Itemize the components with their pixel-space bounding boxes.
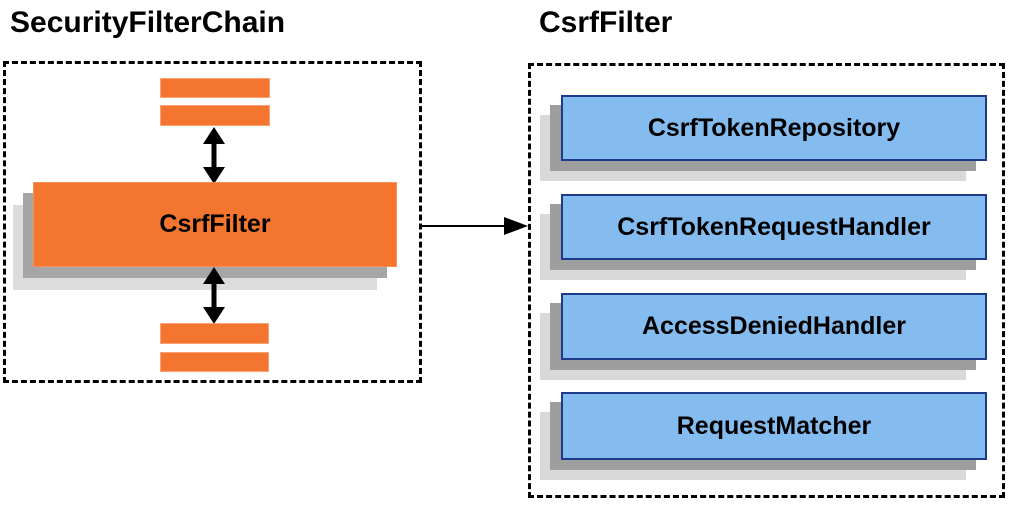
node-label: RequestMatcher [676,411,872,440]
filter-bar-top-2 [160,105,270,126]
csrf-filter-node: CsrfFilter [33,182,397,267]
node-csrf-token-repository: CsrfTokenRepository [561,95,987,161]
node-request-matcher: RequestMatcher [561,392,987,460]
security-filter-chain-container [3,61,422,383]
node-csrf-token-request-handler: CsrfTokenRequestHandler [561,194,987,260]
node-label: AccessDeniedHandler [641,312,906,340]
node-access-denied-handler: AccessDeniedHandler [561,293,987,360]
filter-bar-bottom-1 [160,323,269,344]
csrf-filter-node-label: CsrfFilter [159,210,271,238]
filter-bar-top-1 [160,78,270,98]
node-label: CsrfTokenRequestHandler [617,212,931,241]
node-label: CsrfTokenRepository [647,113,901,142]
connector-arrow-icon [421,217,528,235]
right-panel-title: CsrfFilter [539,6,673,39]
filter-bar-bottom-2 [160,352,269,372]
bottom-double-arrow-icon [203,267,225,324]
top-double-arrow-icon [203,127,225,184]
csrf-filter-detail-container [528,63,1005,498]
left-panel-title: SecurityFilterChain [10,6,286,39]
